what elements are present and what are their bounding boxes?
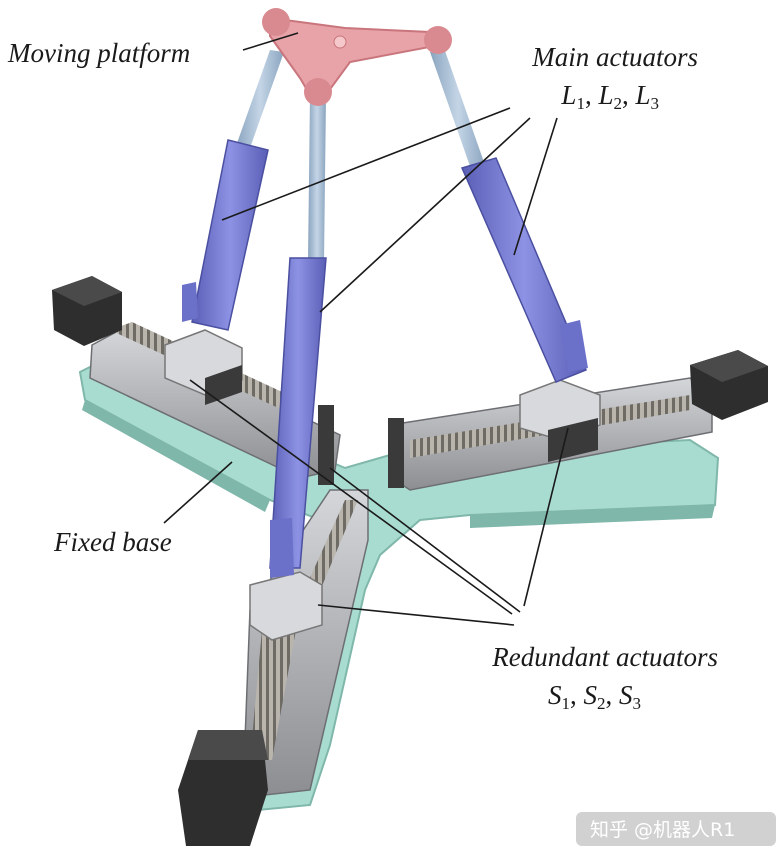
leader-redundant-s3 [317,604,515,626]
slider-s2 [519,379,601,462]
label-fixed-base: Fixed base [53,527,172,557]
watermark: 知乎 @机器人R1 [576,812,776,846]
leader-fixed-base [163,461,233,524]
motor-front [178,730,268,846]
watermark-text: 知乎 @机器人R1 [590,819,735,841]
symbol-s1-index: 1 [562,694,571,713]
label-redundant-actuators: Redundant actuators [491,642,718,672]
end-plate-front [318,405,334,485]
symbol-s2-letter: S [584,680,598,710]
label-main-actuators: Main actuators [531,42,698,72]
leg-l3 [430,48,588,383]
leader-moving-platform [242,32,299,51]
symbol-l3-index: 3 [651,94,660,113]
leader-main-l1 [221,107,511,221]
symbol-l2-index: 2 [613,94,622,113]
symbol-l2-letter: L [597,80,613,110]
leader-main-l2 [319,117,531,313]
leg-l2 [269,95,327,578]
symbol-s3-index: 3 [633,694,642,713]
leader-main-l3 [513,117,558,256]
motor-left [52,276,122,346]
motor-right [690,350,768,420]
leader-redundant-s4 [523,427,569,607]
leader-redundant-s1 [189,379,513,615]
symbol-s1-letter: S [548,680,562,710]
leg-l1 [182,50,284,331]
leader-lines [163,32,569,626]
slider-s1 [164,329,243,405]
symbol-l1-letter: L [560,80,576,110]
leader-redundant-s2 [329,467,521,613]
symbol-l1-index: 1 [576,94,585,113]
symbol-s2-index: 2 [597,694,606,713]
symbols-main: L1, L2, L3 [560,80,659,113]
symbol-l3-letter: L [634,80,650,110]
slider-s3 [249,571,323,641]
end-plate-right [388,418,404,488]
label-moving-platform: Moving platform [7,38,190,68]
symbols-redundant: S1, S2, S3 [548,680,641,713]
symbol-s3-letter: S [619,680,633,710]
moving-platform [262,8,452,106]
